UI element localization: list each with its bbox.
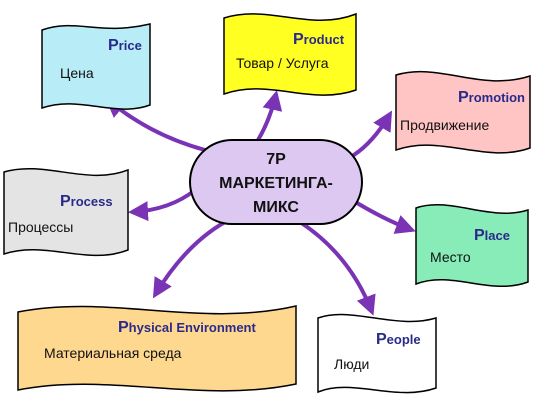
- product-banner: [223, 12, 357, 96]
- product-title: Product: [293, 31, 345, 48]
- arrow-to-place: [350, 198, 416, 234]
- center-line-3: МИКС: [253, 199, 299, 216]
- arrow-to-physical-environment: [152, 220, 226, 299]
- place-banner: [415, 204, 529, 287]
- physical-environment-label: Материальная среда: [44, 345, 182, 361]
- promotion-label: Продвижение: [400, 117, 489, 133]
- node-promotion: Promotion Продвижение: [395, 70, 531, 154]
- price-title: Price: [108, 37, 142, 54]
- center-hub-shape: [189, 139, 363, 225]
- people-title: People: [376, 331, 421, 348]
- price-banner: [41, 23, 151, 110]
- place-title: Place: [474, 227, 510, 244]
- people-banner: [317, 313, 437, 394]
- center-line-1: 7P: [266, 151, 286, 168]
- physical-environment-title: Physical Environment: [118, 319, 256, 336]
- center-hub: 7P МАРКЕТИНГА- МИКС: [189, 139, 363, 225]
- node-process: Process Процессы: [3, 168, 129, 257]
- arrow-to-process: [128, 188, 197, 222]
- promotion-title: Promotion: [458, 89, 525, 106]
- physical-environment-banner: [17, 305, 297, 392]
- node-price: Price Цена: [41, 23, 151, 110]
- price-label: Цена: [60, 65, 94, 81]
- process-title: Process: [60, 193, 113, 210]
- place-label: Место: [430, 249, 471, 265]
- people-label: Люди: [334, 356, 369, 372]
- promotion-banner: [395, 70, 531, 154]
- node-product: Product Товар / Услуга: [223, 12, 357, 96]
- product-label: Товар / Услуга: [236, 55, 329, 71]
- arrow-to-people: [298, 220, 376, 316]
- node-people: People Люди: [317, 313, 437, 394]
- process-banner: [3, 168, 129, 257]
- center-line-2: МАРКЕТИНГА-: [219, 175, 333, 192]
- process-label: Процессы: [8, 219, 73, 235]
- arrow-to-product: [256, 90, 283, 142]
- node-physical-environment: Physical Environment Материальная среда: [17, 305, 297, 392]
- node-place: Place Место: [415, 204, 529, 287]
